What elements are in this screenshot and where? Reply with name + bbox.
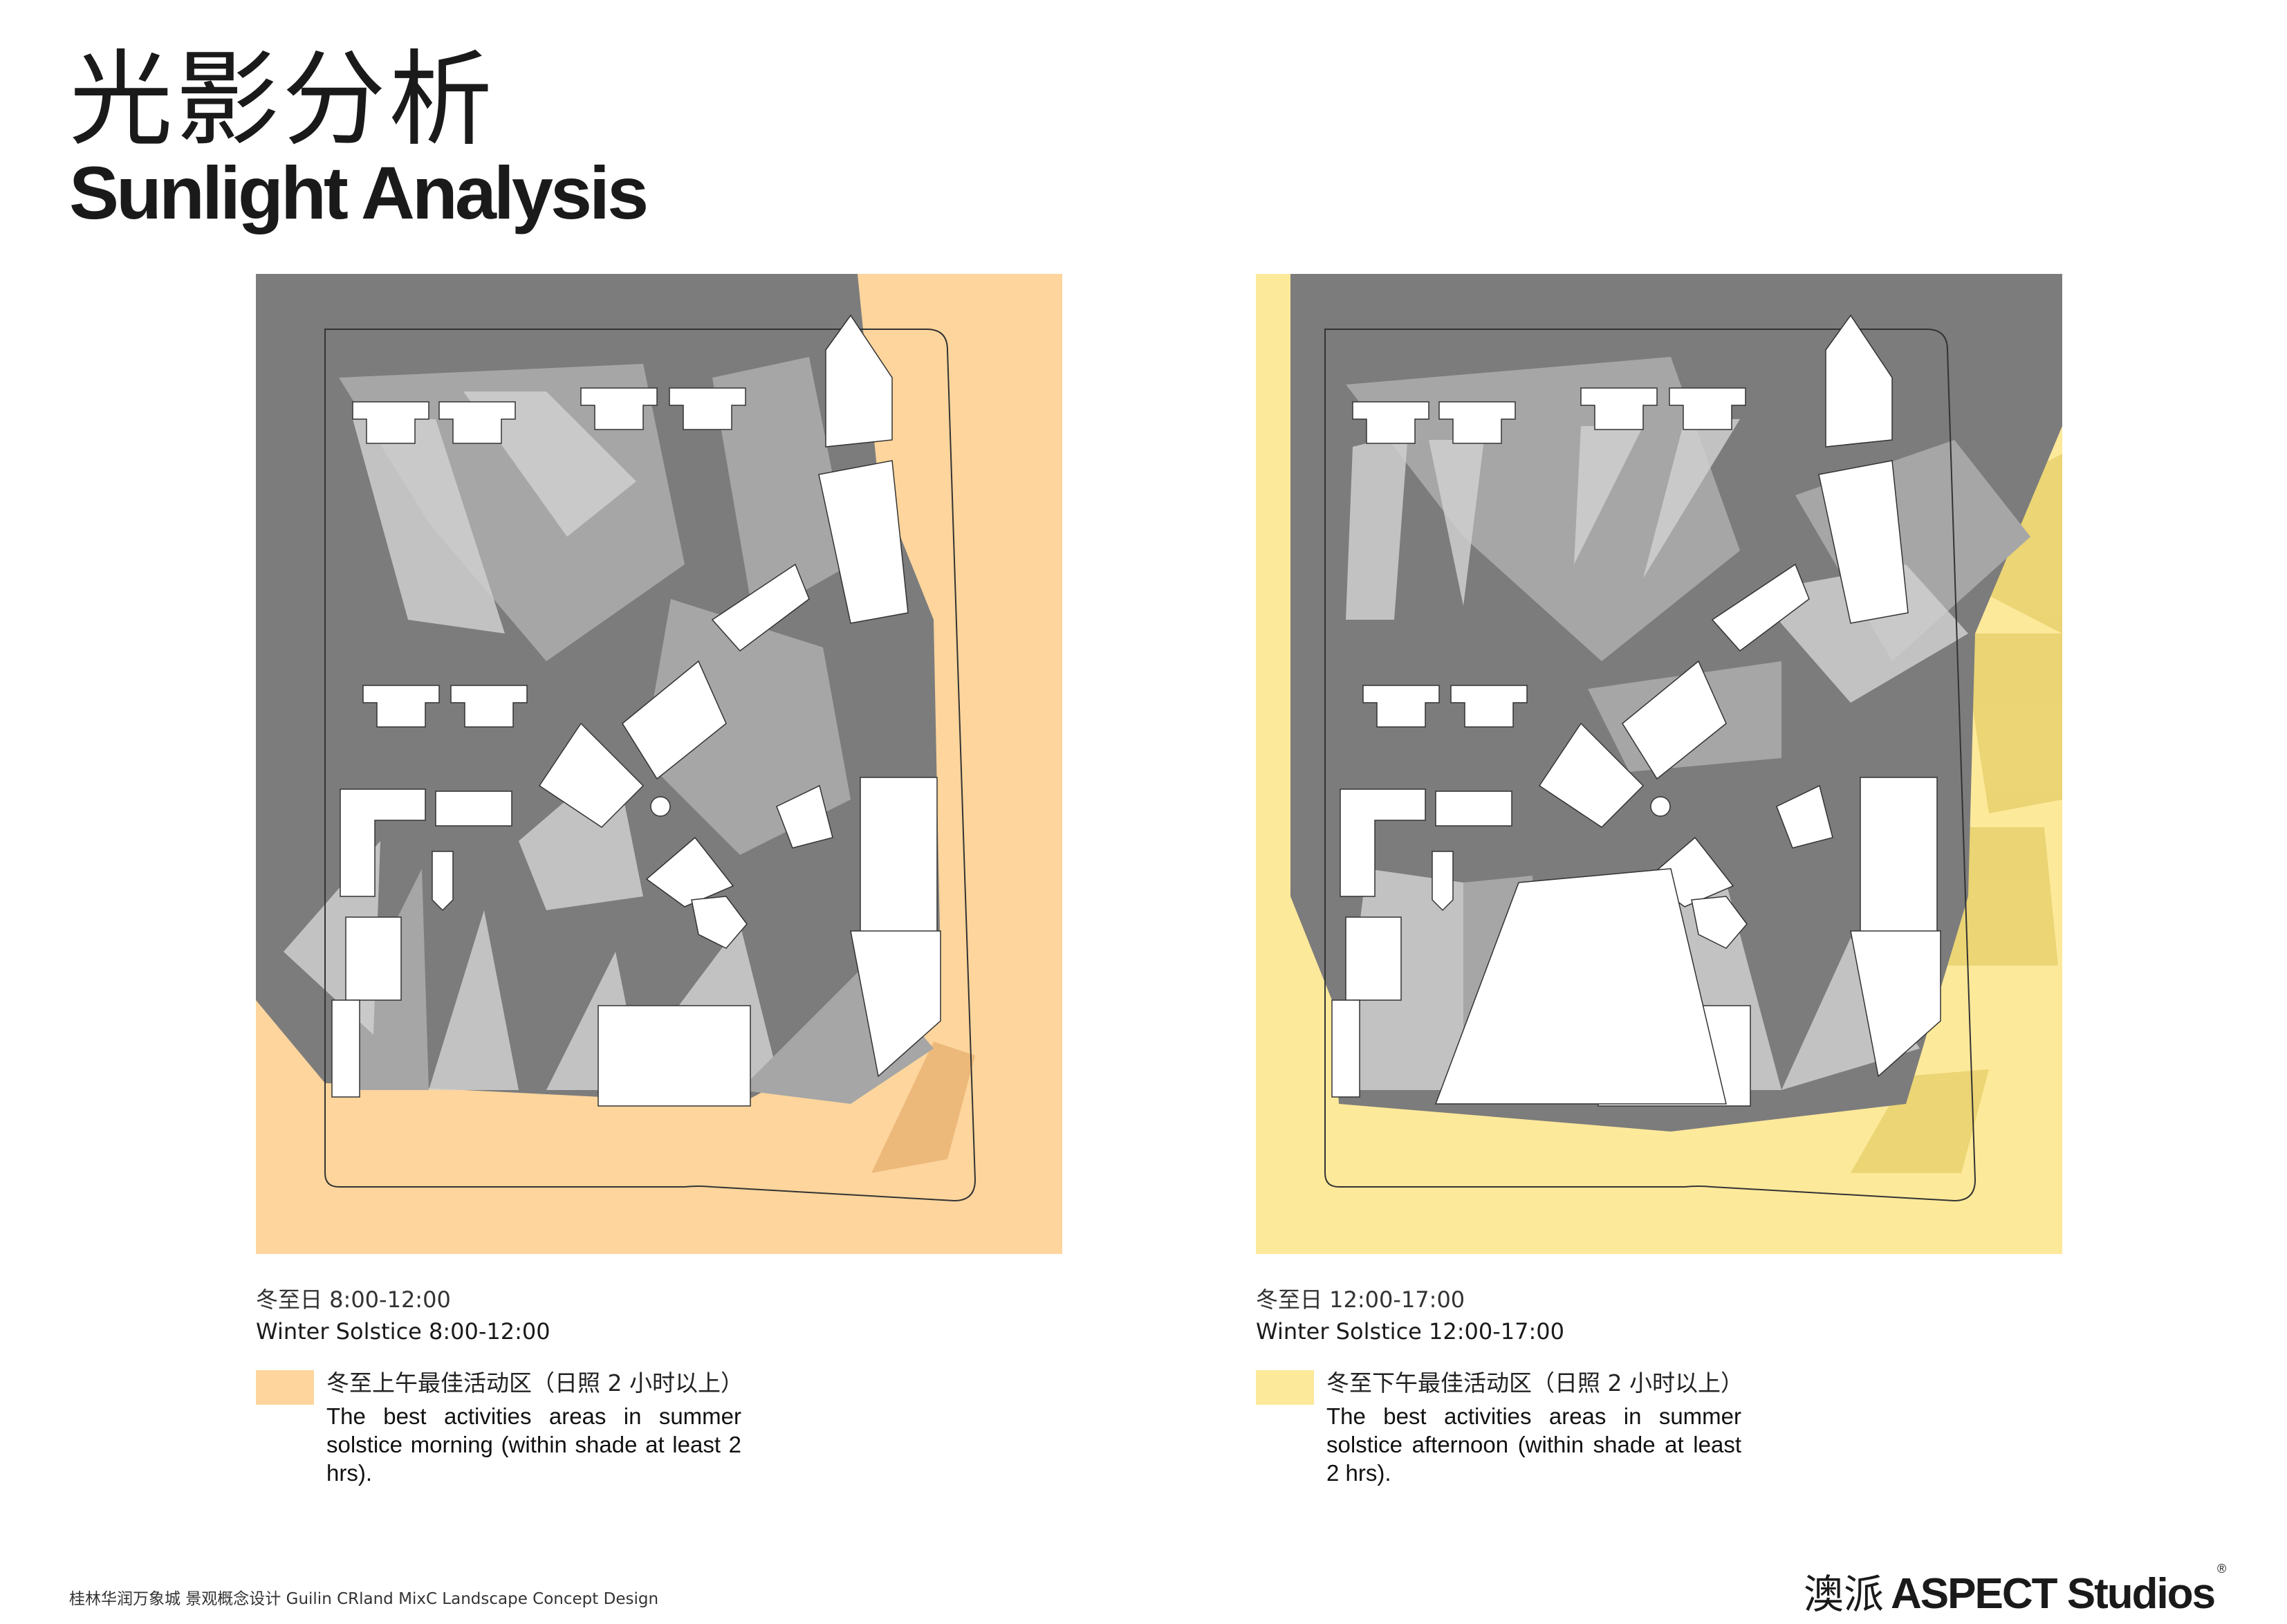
legend-label-en-morning: The best activities areas in summer sols…: [326, 1403, 741, 1486]
buildings: [331, 314, 941, 1107]
tower-4: [1669, 387, 1746, 430]
tower-2: [1438, 401, 1516, 444]
block-diag-2: [1622, 660, 1727, 780]
logo-text-cn: 澳派: [1804, 1571, 1885, 1618]
block-southeast: [850, 930, 941, 1078]
block-diag-3: [1538, 722, 1645, 828]
slab-north: [825, 314, 893, 447]
tower-5: [1362, 685, 1440, 728]
block-west-2: [435, 791, 512, 827]
tower-1: [352, 401, 429, 444]
tower-3: [580, 387, 658, 430]
roundabout: [650, 796, 671, 817]
block-west-4: [345, 916, 402, 1001]
block-west-2: [1435, 791, 1512, 827]
block-diag-1: [711, 563, 810, 652]
slab-east-1: [1818, 460, 1909, 624]
block-diag-5: [1776, 784, 1833, 849]
block-west-1: [340, 788, 426, 897]
block-west-3: [432, 851, 454, 912]
caption-cn-morning: 冬至日 8:00-12:00: [256, 1286, 451, 1313]
legend-swatch-morning: [256, 1370, 314, 1405]
slab-north: [1825, 314, 1893, 447]
legend-label-en-afternoon: The best activities areas in summer sols…: [1326, 1403, 1741, 1486]
block-diag-2: [622, 660, 727, 780]
block-west-4: [1345, 916, 1402, 1001]
legend-label-cn-afternoon: 冬至下午最佳活动区（日照 2 小时以上）: [1326, 1369, 1743, 1396]
caption-cn-afternoon: 冬至日 12:00-17:00: [1256, 1286, 1465, 1313]
caption-en-afternoon: Winter Solstice 12:00-17:00: [1256, 1318, 1564, 1345]
caption-en-morning: Winter Solstice 8:00-12:00: [256, 1318, 550, 1345]
panel-morning: 冬至日 8:00-12:00 Winter Solstice 8:00-12:0…: [256, 274, 1062, 1504]
tower-6: [450, 685, 528, 728]
site-plan-afternoon: [1256, 274, 2062, 1254]
panel-afternoon: 冬至日 12:00-17:00 Winter Solstice 12:00-17…: [1256, 274, 2062, 1504]
tower-2: [438, 401, 516, 444]
block-diag-3: [538, 722, 645, 828]
block-diag-1: [1711, 563, 1810, 652]
buildings: [1331, 314, 1941, 1107]
block-south-1: [598, 1005, 751, 1107]
registered-mark-icon: ®: [2217, 1562, 2227, 1576]
tower-5: [362, 685, 440, 728]
page-title-cn: 光影分析: [69, 40, 496, 160]
legend-label-cn-morning: 冬至上午最佳活动区（日照 2 小时以上）: [326, 1369, 743, 1396]
roundabout: [1650, 796, 1671, 817]
legend-swatch-afternoon: [1256, 1370, 1314, 1405]
tower-3: [1580, 387, 1658, 430]
block-diag-6: [691, 896, 748, 949]
site-boundary: [324, 329, 976, 1202]
block-west-1: [1340, 788, 1426, 897]
tower-6: [1450, 685, 1528, 728]
footer-project-name: 桂林华润万象城 景观概念设计 Guilin CRland MixC Landsc…: [69, 1590, 659, 1608]
block-diag-5: [776, 784, 833, 849]
slab-east-1: [818, 460, 909, 624]
logo-text-en: ASPECT Studios: [1891, 1570, 2216, 1618]
block-west-5: [331, 999, 360, 1098]
legend-afternoon: 冬至下午最佳活动区（日照 2 小时以上） The best activities…: [1256, 1366, 2062, 1504]
site-boundary: [1324, 329, 1976, 1202]
legend-morning: 冬至上午最佳活动区（日照 2 小时以上） The best activities…: [256, 1366, 1062, 1504]
tower-1: [1352, 401, 1429, 444]
block-southeast: [1850, 930, 1941, 1078]
block-diag-6: [1691, 896, 1748, 949]
block-west-5: [1331, 999, 1360, 1098]
slab-east-2: [860, 777, 938, 942]
site-plan-morning: [256, 274, 1062, 1254]
slab-east-2: [1860, 777, 1938, 942]
block-south-wedge: [1434, 868, 1727, 1105]
block-diag-4: [645, 836, 734, 907]
tower-4: [669, 387, 746, 430]
page-title-en: Sunlight Analysis: [69, 151, 649, 234]
block-west-3: [1432, 851, 1454, 912]
